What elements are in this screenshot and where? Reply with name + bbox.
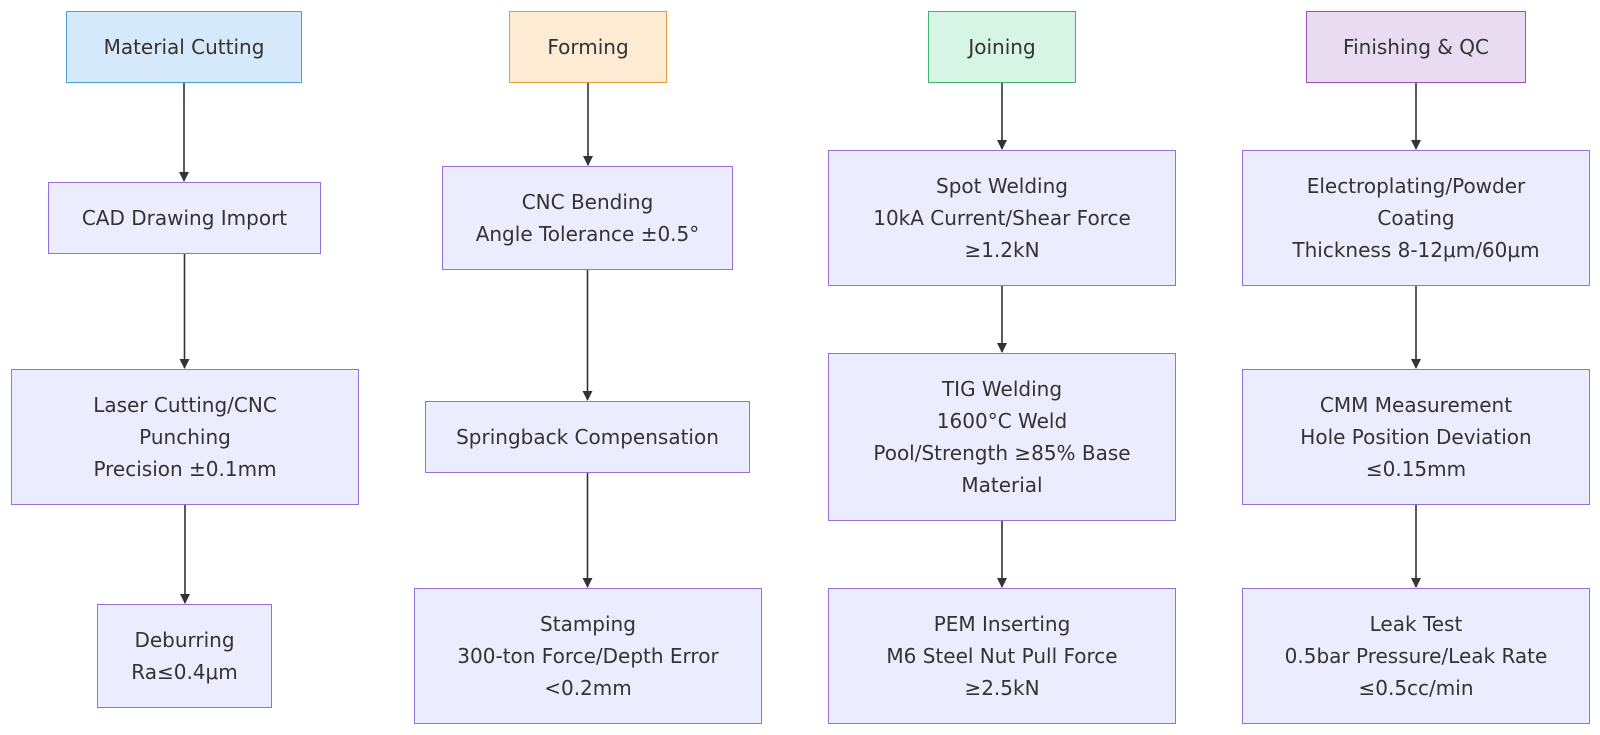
step-electroplating-powder-coating: Electroplating/Powder Coating Thickness … xyxy=(1242,150,1590,286)
step-label: Deburring Ra≤0.4μm xyxy=(131,628,238,684)
step-label: Spot Welding 10kA Current/Shear Force ≥1… xyxy=(873,174,1131,262)
header-material-cutting: Material Cutting xyxy=(66,11,302,83)
step-cmm-measurement: CMM Measurement Hole Position Deviation … xyxy=(1242,369,1590,505)
step-stamping: Stamping 300-ton Force/Depth Error <0.2m… xyxy=(414,588,762,724)
step-label: Electroplating/Powder Coating Thickness … xyxy=(1292,174,1540,262)
step-label: PEM Inserting M6 Steel Nut Pull Force ≥2… xyxy=(886,612,1118,700)
step-deburring: Deburring Ra≤0.4μm xyxy=(97,604,272,708)
header-label: Material Cutting xyxy=(103,35,265,59)
step-laser-cutting: Laser Cutting/CNC Punching Precision ±0.… xyxy=(11,369,359,505)
step-label: TIG Welding 1600°C Weld Pool/Strength ≥8… xyxy=(873,377,1131,497)
step-label: CAD Drawing Import xyxy=(81,206,288,230)
header-label: Finishing & QC xyxy=(1343,35,1489,59)
step-cad-drawing-import: CAD Drawing Import xyxy=(48,182,321,254)
step-label: CNC Bending Angle Tolerance ±0.5° xyxy=(475,190,700,246)
header-label: Joining xyxy=(968,35,1036,59)
step-spot-welding: Spot Welding 10kA Current/Shear Force ≥1… xyxy=(828,150,1176,286)
step-label: Laser Cutting/CNC Punching Precision ±0.… xyxy=(93,393,277,481)
step-cnc-bending: CNC Bending Angle Tolerance ±0.5° xyxy=(442,166,733,270)
header-label: Forming xyxy=(547,35,629,59)
step-label: Springback Compensation xyxy=(456,425,719,449)
step-leak-test: Leak Test 0.5bar Pressure/Leak Rate ≤0.5… xyxy=(1242,588,1590,724)
header-joining: Joining xyxy=(928,11,1076,83)
header-forming: Forming xyxy=(509,11,667,83)
step-label: CMM Measurement Hole Position Deviation … xyxy=(1300,393,1532,481)
step-label: Stamping 300-ton Force/Depth Error <0.2m… xyxy=(457,612,719,700)
header-finishing-qc: Finishing & QC xyxy=(1306,11,1526,83)
step-tig-welding: TIG Welding 1600°C Weld Pool/Strength ≥8… xyxy=(828,353,1176,521)
step-springback-compensation: Springback Compensation xyxy=(425,401,750,473)
step-pem-inserting: PEM Inserting M6 Steel Nut Pull Force ≥2… xyxy=(828,588,1176,724)
step-label: Leak Test 0.5bar Pressure/Leak Rate ≤0.5… xyxy=(1284,612,1548,700)
